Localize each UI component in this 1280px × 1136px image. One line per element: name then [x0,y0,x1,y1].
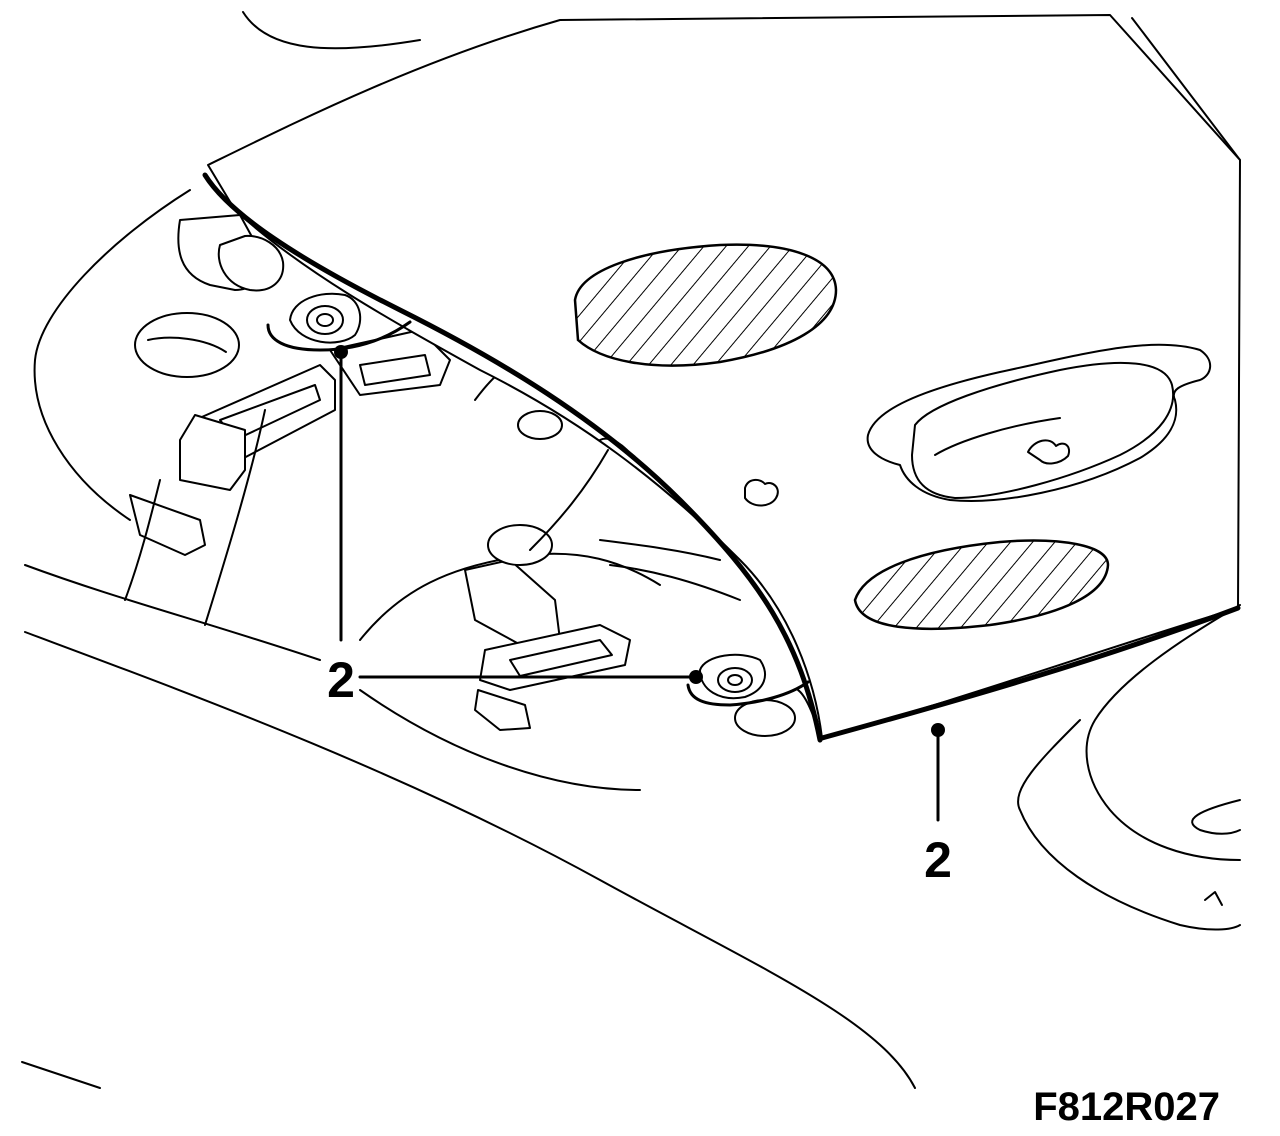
grab-handle-recess [1017,604,1241,931]
clip-hole-icon [744,478,779,507]
dome-light [744,343,1212,507]
vent-grilles [573,243,1110,631]
vent-grille-lower [853,539,1110,631]
mounting-bracket-center [359,410,796,737]
headliner-outline [21,11,1241,1089]
light-symbol-icon [1027,439,1070,465]
leader-lines [334,345,945,822]
mounting-screws [266,292,810,707]
vent-grille-upper [573,243,838,367]
figure-reference-code: F812R027 [1033,1085,1220,1129]
mounting-bracket-left [124,214,521,626]
callout-label-panel: 2 [924,832,952,888]
callout-label-screws: 2 [327,652,355,708]
